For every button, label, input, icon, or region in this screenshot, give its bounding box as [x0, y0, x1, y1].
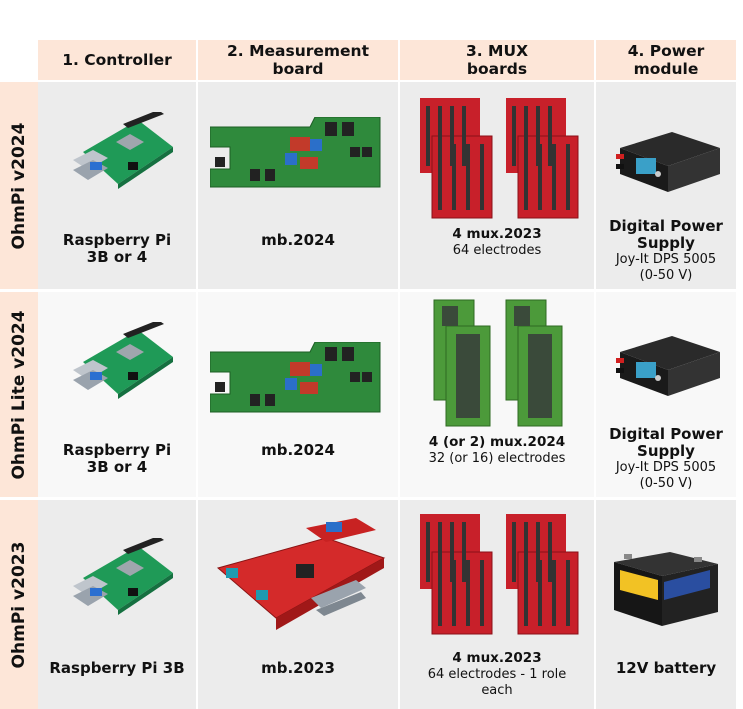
header-controller-text: 1. Controller — [62, 51, 172, 69]
mux2024-boards-image — [433, 299, 563, 427]
raspberry-pi-image — [73, 112, 173, 189]
dps5005-power-supply-image — [616, 336, 720, 396]
cell-measurement-lite: mb.2024 — [198, 292, 398, 497]
power-title-line2: Supply — [637, 442, 695, 460]
power-detail-range: (0-50 V) — [639, 268, 693, 283]
header-power-line2: module — [633, 60, 699, 78]
power-caption: 12V battery — [596, 660, 736, 677]
measurement-title: mb.2024 — [261, 231, 335, 249]
power-title-line1: Digital Power — [609, 425, 723, 443]
mux-subtitle: 32 (or 16) electrodes — [428, 451, 566, 466]
raspberry-pi-image — [73, 322, 173, 399]
mux-title: 4 mux.2023 — [452, 650, 542, 666]
row-label-text: OhmPi v2024 — [9, 122, 29, 249]
power-detail-range: (0-50 V) — [639, 476, 693, 491]
dps5005-power-supply-image — [616, 132, 720, 192]
header-measurement-line1: 2. Measurement — [227, 42, 369, 60]
controller-title: Raspberry Pi — [62, 231, 172, 249]
cell-controller-v2023: Raspberry Pi 3B — [38, 500, 196, 709]
controller-title: Raspberry Pi 3B — [49, 659, 185, 677]
power-detail-model: Joy-It DPS 5005 — [615, 252, 717, 267]
power-title-line1: Digital Power — [609, 217, 723, 235]
raspberry-pi-image — [73, 538, 173, 615]
mux-subtitle: 64 electrodes - 1 role — [427, 667, 567, 682]
row-label-ohmpi-v2024: OhmPi v2024 — [0, 82, 38, 289]
mb2023-board-image — [216, 518, 386, 630]
mux-subtitle-line2: each — [481, 683, 513, 698]
row-label-ohmpi-v2023: OhmPi v2023 — [0, 500, 38, 709]
measurement-caption: mb.2024 — [198, 442, 398, 459]
cell-measurement-v2024: mb.2024 — [198, 82, 398, 289]
power-detail-model: Joy-It DPS 5005 — [615, 460, 717, 475]
header-measurement-line2: board — [272, 60, 324, 78]
measurement-caption: mb.2024 — [198, 232, 398, 249]
power-title: 12V battery — [615, 659, 717, 677]
mux-title: 4 mux.2023 — [452, 226, 542, 242]
row-label-text: OhmPi v2023 — [9, 541, 29, 668]
controller-subtitle: 3B or 4 — [86, 458, 148, 476]
mux2023-boards-image — [420, 98, 579, 219]
row-label-ohmpi-lite-v2024: OhmPi Lite v2024 — [0, 292, 38, 497]
cell-power-v2023: 12V battery — [596, 500, 736, 709]
measurement-caption: mb.2023 — [198, 660, 398, 677]
header-power-line1: 4. Power — [627, 42, 705, 60]
power-title-line2: Supply — [637, 234, 695, 252]
cell-measurement-v2023: mb.2023 — [198, 500, 398, 709]
mux-title: 4 (or 2) mux.2024 — [428, 434, 566, 450]
measurement-title: mb.2024 — [261, 441, 335, 459]
controller-subtitle: 3B or 4 — [86, 248, 148, 266]
measurement-title: mb.2023 — [261, 659, 335, 677]
mb2024-board-image — [210, 342, 381, 413]
mux-subtitle: 64 electrodes — [452, 243, 542, 258]
car-battery-image — [614, 552, 718, 626]
header-controller: 1. Controller — [38, 40, 196, 80]
row-label-text: OhmPi Lite v2024 — [9, 309, 29, 480]
header-mux-line1: 3. MUX — [465, 42, 529, 60]
controller-title: Raspberry Pi — [62, 441, 172, 459]
header-mux-line2: boards — [466, 60, 528, 78]
mb2024-board-image — [210, 117, 381, 188]
controller-caption: Raspberry Pi 3B — [38, 660, 196, 677]
mux2023-boards-image — [420, 514, 579, 635]
